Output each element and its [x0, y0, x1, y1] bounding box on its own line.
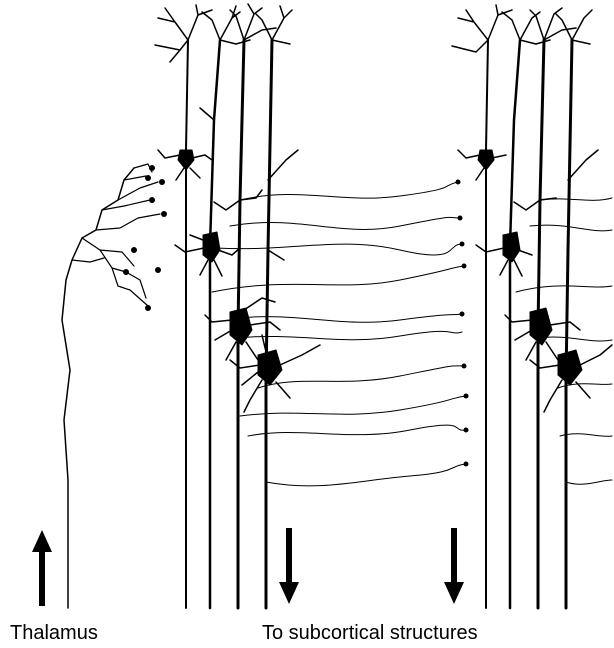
subcortical-output-arrow-left	[279, 528, 299, 604]
thalamus-label: Thalamus	[10, 622, 98, 645]
subcortical-structures-label: To subcortical structures	[262, 622, 478, 645]
thalamus-input-arrow	[32, 530, 52, 606]
synaptic-bouton	[456, 180, 469, 467]
right-column-neurons	[452, 5, 612, 608]
thalamic-afferent-axon	[62, 164, 167, 608]
subcortical-output-arrow-right	[444, 528, 464, 604]
pyramidal-neuron	[452, 5, 512, 608]
pyramidal-neuron	[155, 5, 212, 608]
left-column-neurons	[155, 4, 320, 608]
